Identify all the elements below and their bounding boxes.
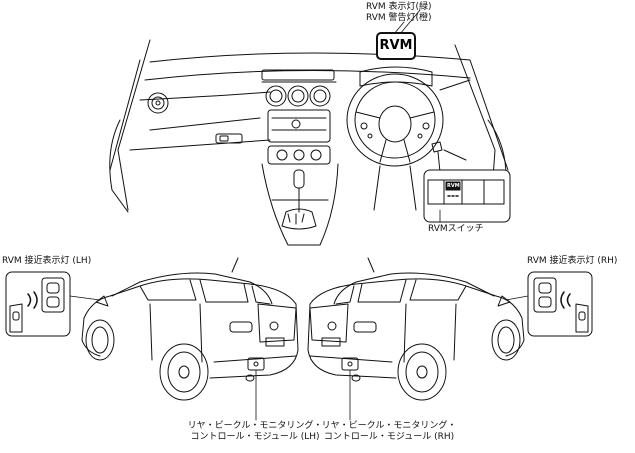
car-left-illustration [69,257,299,421]
rvm-switch-callout [423,169,511,223]
indicator-green-label: RVM 表示灯(緑) [366,2,432,12]
lh-indicator-inset [5,271,71,337]
module-lh-label-line1: リヤ・ビークル・モニタリング・ [187,421,323,431]
approach-indicator-lh-label: RVM 接近表示灯 (LH) [2,256,92,266]
rvm-indicator-badge: RVM [376,32,416,60]
rh-indicator-inset [527,271,593,337]
approach-indicator-rh-label: RVM 接近表示灯 (RH) [527,256,618,266]
module-rh-label-line1: リヤ・ビークル・モニタリング・ [321,421,457,431]
car-right-illustration [307,257,529,421]
indicator-orange-label: RVM 警告灯(橙) [366,13,432,23]
switch-key-text: RVM [447,183,460,189]
module-rh-label-line2: コントロール・モジュール (RH) [323,432,455,442]
rvm-switch-label: RVMスイッチ [428,224,484,234]
module-lh-label-line2: コントロール・モジュール (LH) [190,432,320,442]
dashboard-illustration [109,39,509,246]
